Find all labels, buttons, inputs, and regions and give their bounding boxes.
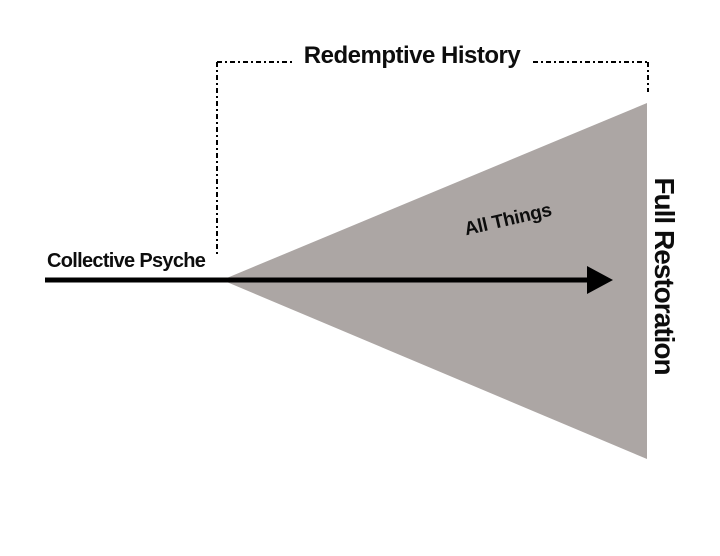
label-collective-psyche: Collective Psyche xyxy=(47,250,206,272)
timeline-arrow-head-icon xyxy=(587,266,613,294)
label-full-restoration: Full Restoration xyxy=(649,177,680,375)
diagram-title: Redemptive History xyxy=(303,42,521,69)
